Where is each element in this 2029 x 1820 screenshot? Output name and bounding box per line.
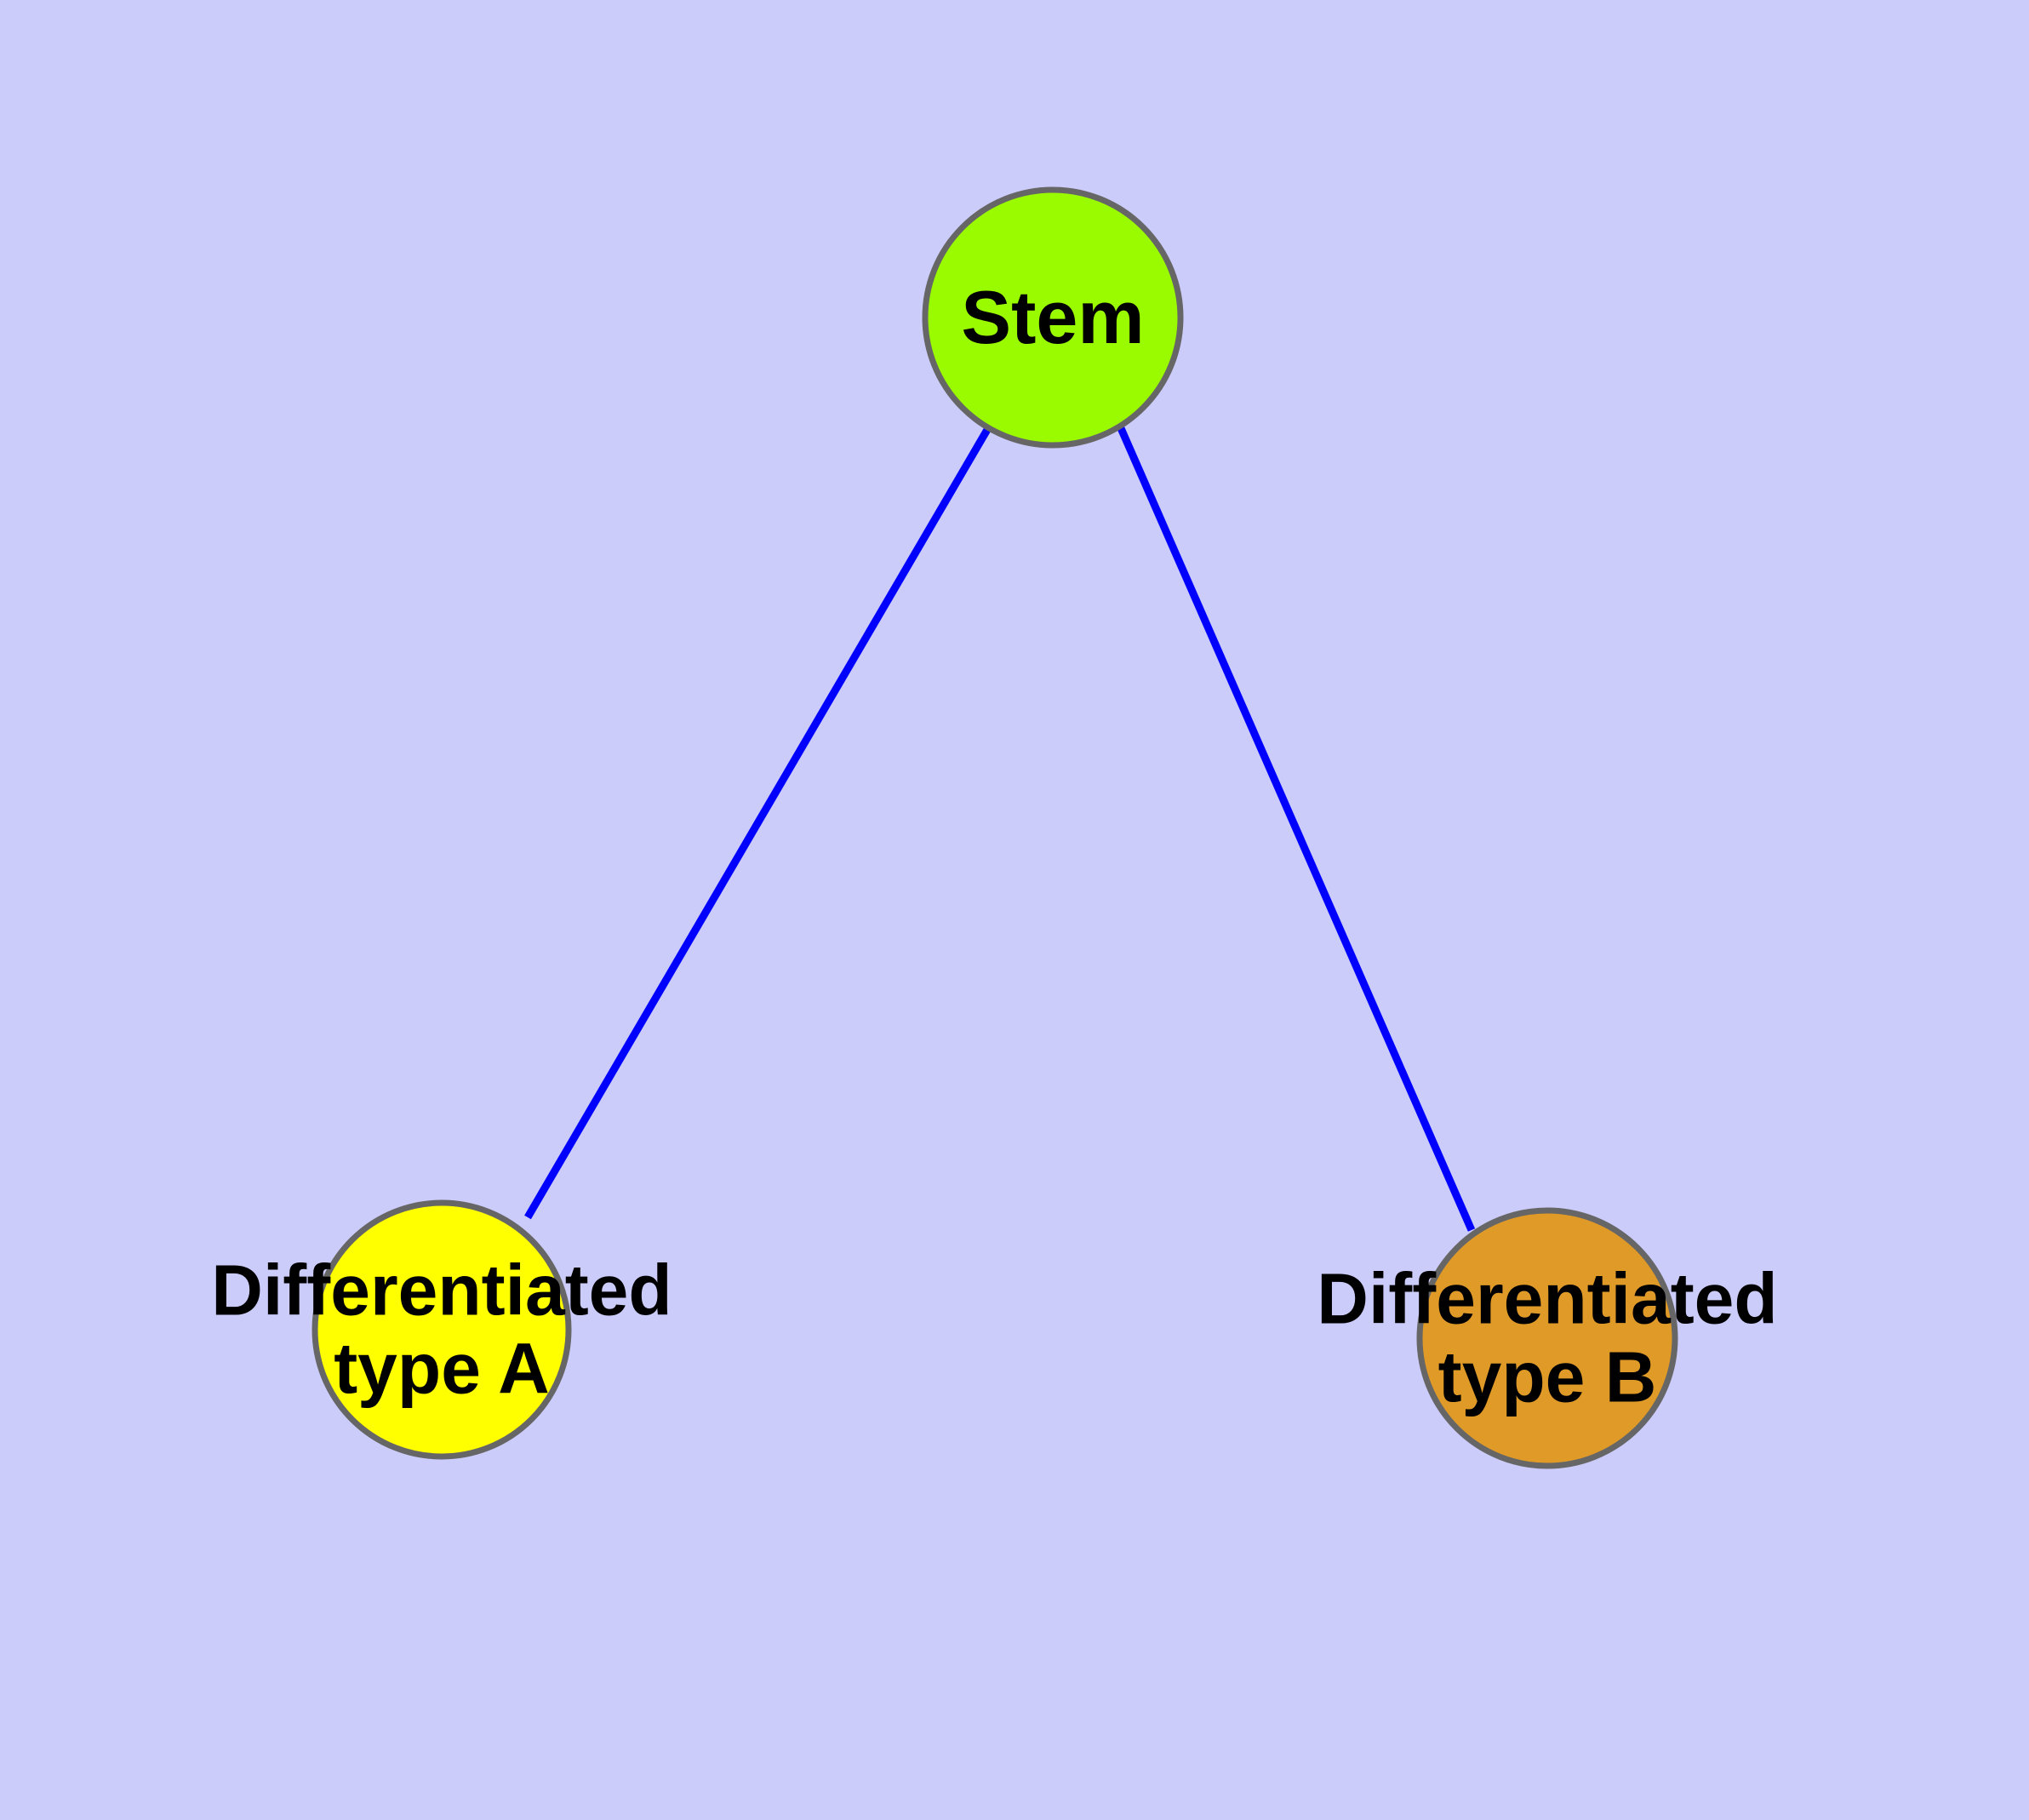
node-circle-diff-b[interactable]	[1416, 1207, 1678, 1469]
node-label-line: Differentiated	[211, 1251, 672, 1331]
node-label-line: type A	[334, 1329, 550, 1409]
node-label-stem: Stem	[961, 275, 1144, 359]
node-circle-diff-a[interactable]	[311, 1199, 572, 1460]
node-label-line: type B	[1438, 1337, 1657, 1417]
node-circle-stem[interactable]	[922, 186, 1184, 449]
graph-edge-stem-to-diff-a	[524, 426, 992, 1220]
edges-layer	[524, 426, 1476, 1232]
node-label-line: Differentiated	[1317, 1259, 1777, 1339]
graph-edge-stem-to-diff-b	[1117, 426, 1476, 1232]
graph-node-stem[interactable]: Stem	[922, 186, 1184, 449]
node-label-line: Stem	[961, 275, 1144, 359]
